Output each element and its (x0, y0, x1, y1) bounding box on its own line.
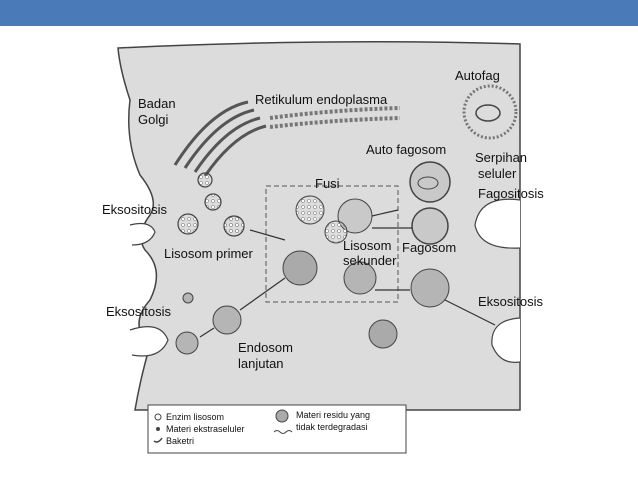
fusion-vesicle-c (324, 220, 348, 244)
label-autofag: Autofag (455, 68, 500, 83)
fusion-box (265, 185, 399, 303)
exocytosis-left-bottom-notch (129, 326, 169, 357)
label-eksositosis-top: Eksositosis (102, 202, 168, 217)
lisosom-primer-vesicle (223, 215, 245, 237)
label-endosom-1: Endosom (238, 340, 293, 355)
endosom-late (212, 305, 242, 335)
label-fagositosis: Fagositosis (478, 186, 544, 201)
exocytosis-left-top-notch (129, 222, 156, 246)
residual-body-1 (410, 268, 450, 308)
label-lisosom-sekunder-2: sekunder (343, 253, 397, 268)
label-eksositosis-bottom: Eksositosis (106, 304, 172, 319)
phagocytosis-notch (474, 198, 521, 249)
golgi-apparatus (173, 100, 267, 177)
legend-materi-ekstraseluler: Materi ekstraseluler (166, 424, 245, 434)
legend-materi-residu-1: Materi residu yang (296, 410, 370, 420)
label-badan-golgi-2: Golgi (138, 112, 168, 127)
phagosome (411, 207, 449, 245)
label-eksositosis-right: Eksositosis (478, 294, 544, 309)
label-serpihan-2: seluler (478, 166, 517, 181)
legend-enzim: Enzim lisosom (166, 412, 224, 422)
label-retikulum: Retikulum endoplasma (255, 92, 388, 107)
process-arrows (199, 209, 496, 338)
exocytosis-right-notch (491, 317, 521, 363)
autophagy-structure (462, 84, 518, 140)
endosom-early (175, 331, 199, 355)
label-lisosom-primer: Lisosom primer (164, 246, 254, 261)
header-bar (0, 0, 638, 26)
fusion-vesicle-a (295, 195, 325, 225)
label-endosom-2: lanjutan (238, 356, 284, 371)
legend-materi-residu-2: tidak terdegradasi (296, 422, 368, 432)
label-fagosom: Fagosom (402, 240, 456, 255)
residual-body-2 (368, 319, 398, 349)
extracellular-particle (182, 292, 194, 304)
label-lisosom-sekunder-1: Lisosom (343, 238, 391, 253)
label-serpihan-1: Serpihan (475, 150, 527, 165)
secondary-lysosome-2 (343, 261, 377, 295)
secondary-lysosome (282, 250, 318, 286)
label-auto-fagosom: Auto fagosom (366, 142, 446, 157)
label-badan-golgi-1: Badan (138, 96, 176, 111)
endoplasmic-reticulum (269, 106, 401, 129)
autophagosome-mitochondria (417, 176, 439, 190)
autophagosome (409, 161, 451, 203)
legend-baketri: Baketri (166, 436, 194, 446)
label-fusi: Fusi (315, 176, 340, 191)
legend: Enzim lisosom Materi ekstraseluler Baket… (147, 404, 407, 454)
